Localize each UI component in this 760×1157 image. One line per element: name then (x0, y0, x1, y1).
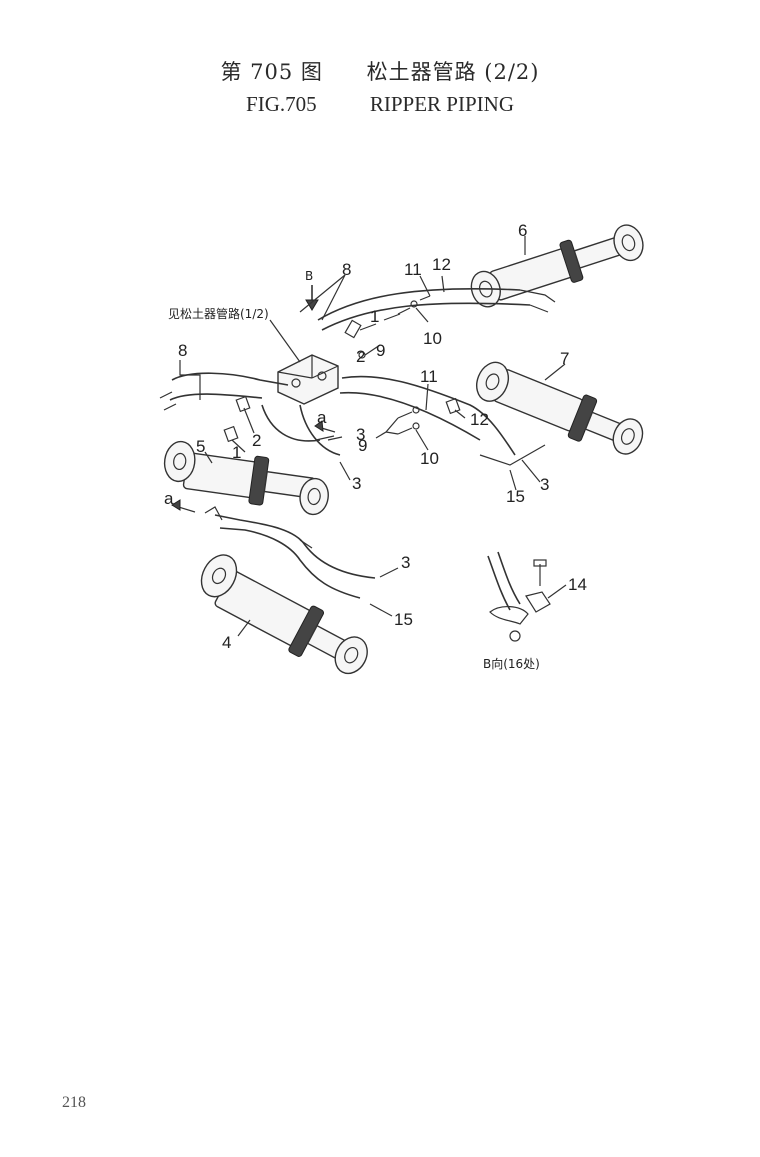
cylinder-5 (163, 440, 329, 516)
detail-view-b (487, 551, 551, 642)
callout-2-top: 2 (356, 347, 365, 366)
callout-1-mid: 1 (232, 443, 241, 462)
cylinder-6 (470, 224, 644, 308)
callout-11-mid: 11 (420, 367, 438, 386)
figure-caption-english: RIPPER PIPING (369, 92, 514, 116)
callout-10-top: 10 (423, 329, 442, 348)
cylinder-4 (200, 554, 368, 675)
arrow-letter-b: B (305, 269, 313, 283)
valve-block (277, 354, 339, 405)
direction-arrows (171, 285, 336, 513)
callout-10-mid: 10 (420, 449, 439, 468)
callout-4: 4 (222, 633, 231, 652)
page-number: 218 (62, 1094, 86, 1111)
callout-3-d: 3 (401, 553, 410, 572)
callout-15-b: 15 (394, 610, 413, 629)
callout-3-c: 3 (540, 475, 549, 494)
callout-6: 6 (518, 221, 527, 240)
callout-14: 14 (568, 575, 587, 594)
callout-9-mid: 9 (358, 436, 367, 455)
arrow-letter-a-left: a (164, 489, 174, 508)
callout-12-mid: 12 (470, 410, 489, 429)
view-b-caption: B向(16处) (483, 656, 540, 671)
figure-title-chinese: 第 705 图 松土器管路 (2/2) (0, 56, 760, 86)
callout-15-a: 15 (506, 487, 525, 506)
callout-8-top: 8 (342, 260, 351, 279)
piping-lines (159, 288, 556, 599)
callout-2-mid: 2 (252, 431, 261, 450)
figure-title-english: FIG.705 RIPPER PIPING (0, 92, 760, 117)
figure-caption-chinese: 松土器管路 (2/2) (366, 60, 540, 84)
callout-7: 7 (560, 349, 569, 368)
arrow-letter-a-center: a (317, 408, 327, 427)
cylinder-7 (476, 361, 644, 455)
callout-3-a: 3 (356, 425, 365, 444)
callout-12-top: 12 (432, 255, 451, 274)
callout-5: 5 (196, 437, 205, 456)
figure-number-english: FIG.705 (246, 92, 317, 116)
figure-number-chinese: 第 705 图 (220, 60, 323, 84)
callout-3-b: 3 (352, 474, 361, 493)
reference-note: 见松土器管路(1/2) (168, 306, 269, 321)
callout-1-top: 1 (370, 307, 379, 326)
callout-8-left: 8 (178, 341, 187, 360)
callout-9-top: 9 (376, 341, 385, 360)
callout-11-top: 11 (404, 260, 422, 279)
leader-lines (179, 236, 567, 637)
